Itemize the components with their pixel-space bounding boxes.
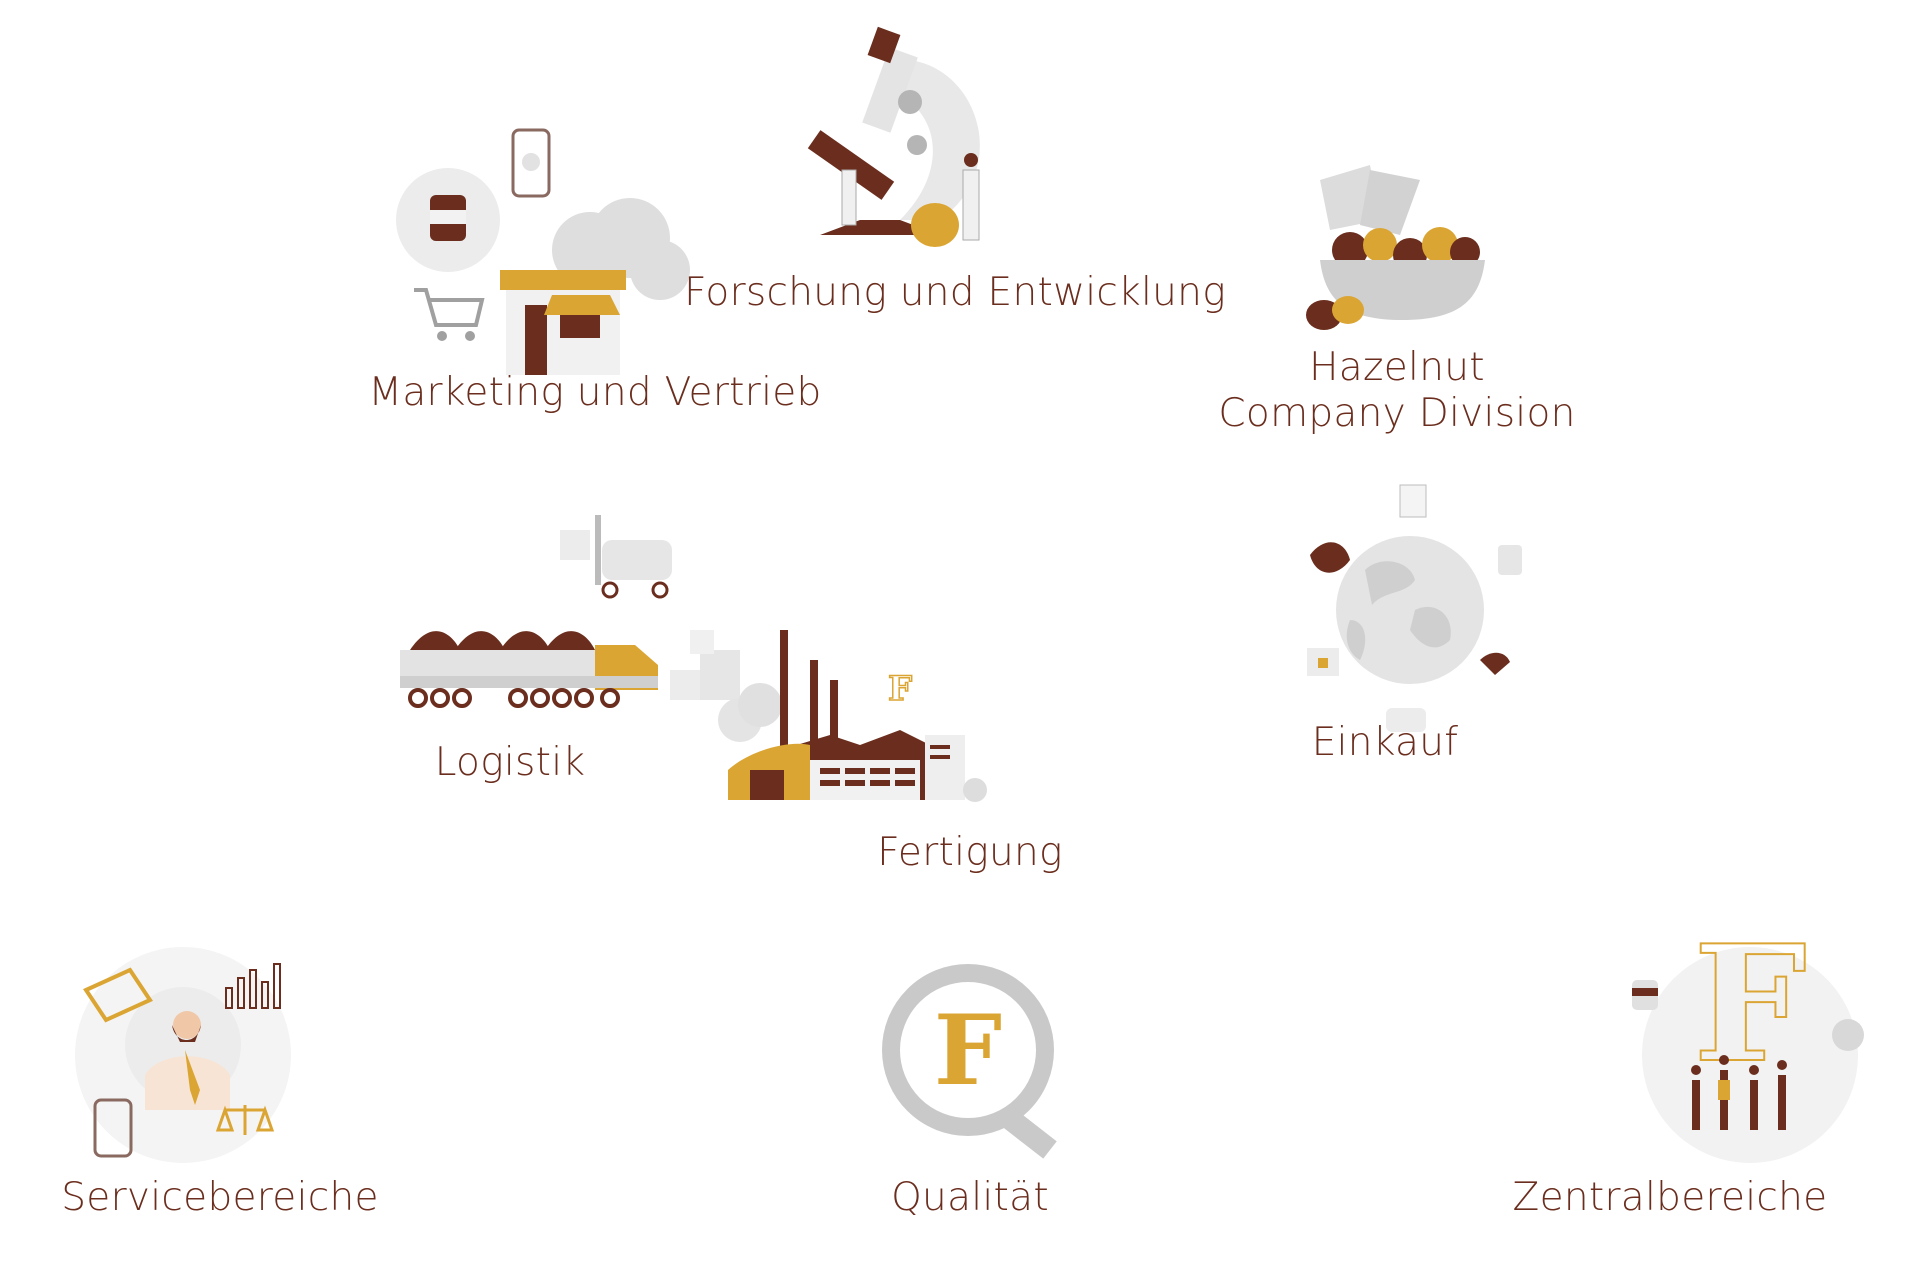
microscope-icon xyxy=(807,26,980,247)
label-line-2: Company Division xyxy=(1218,391,1576,436)
section-quality[interactable]: F Qualität xyxy=(680,950,1280,1230)
shop-icon xyxy=(396,128,690,375)
section-marketing[interactable]: Marketing und Vertrieb xyxy=(330,120,930,420)
section-label: Qualität xyxy=(891,1175,1049,1220)
section-label: Logistik xyxy=(434,740,586,785)
section-label: Servicebereiche xyxy=(61,1175,379,1220)
section-services[interactable]: Servicebereiche xyxy=(40,930,640,1230)
hazelnut-basket-icon xyxy=(1306,165,1485,330)
person-icon xyxy=(75,947,291,1163)
section-purchasing[interactable]: Einkauf xyxy=(1110,480,1710,800)
svg-text:F: F xyxy=(934,994,1002,1107)
label-line-1: Hazelnut xyxy=(1309,345,1485,390)
svg-text:F: F xyxy=(888,669,912,709)
team-logo-icon: F xyxy=(1632,909,1864,1163)
section-label: Fertigung xyxy=(877,830,1063,875)
section-production[interactable]: F Fertigung xyxy=(680,620,1280,880)
section-hazelnut[interactable]: Hazelnut Company Division xyxy=(1080,150,1680,450)
section-label: Einkauf xyxy=(1311,720,1459,765)
quality-q-icon: F xyxy=(882,964,1057,1159)
globe-icon xyxy=(1307,484,1522,732)
factory-icon: F xyxy=(718,630,987,802)
section-label: Forschung und Entwicklung xyxy=(684,270,1226,315)
truck-icon xyxy=(400,515,740,708)
section-research[interactable]: Forschung und Entwicklung xyxy=(680,20,1280,320)
section-label: Zentralbereiche xyxy=(1512,1175,1828,1220)
section-central[interactable]: F Zentralbereiche xyxy=(1513,909,1920,1230)
section-label: Hazelnut Company Division xyxy=(1097,345,1697,437)
section-label: Marketing und Vertrieb xyxy=(368,370,822,415)
section-logistics[interactable]: Logistik xyxy=(340,500,940,800)
